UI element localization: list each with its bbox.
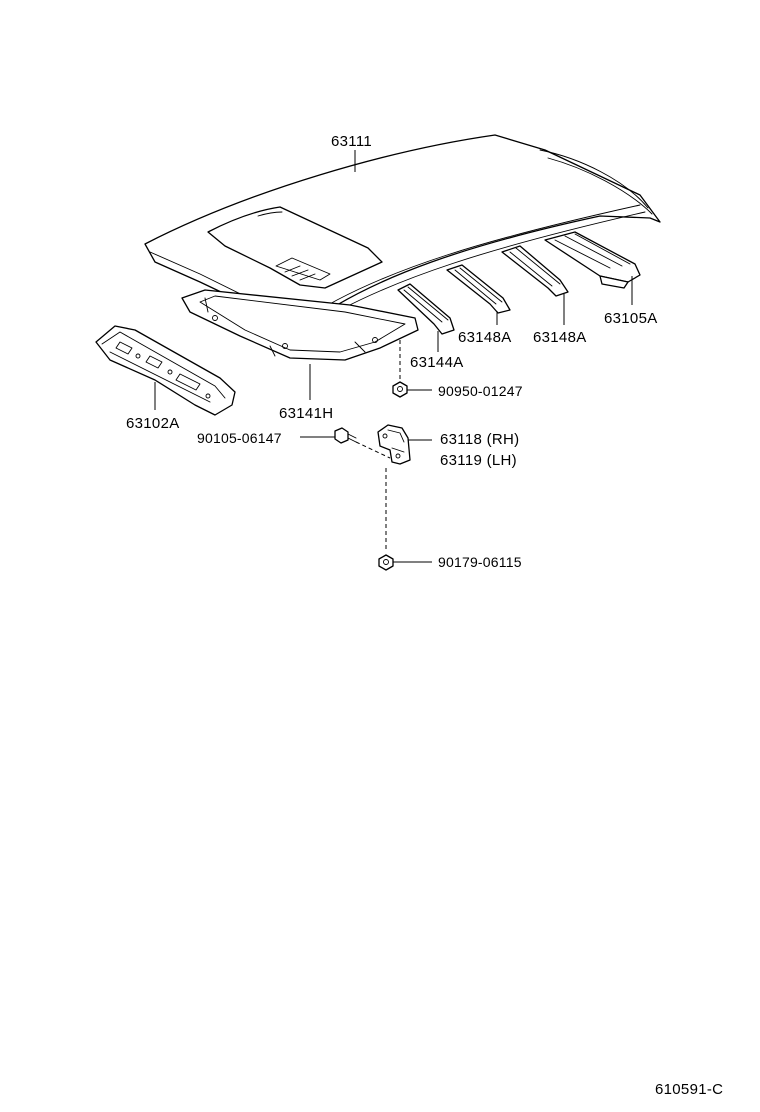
front-header[interactable] — [95, 325, 236, 416]
roof-bow-2[interactable] — [446, 264, 511, 314]
label-roof-bow-2: 63148A — [533, 329, 587, 346]
label-bolt-90105: 90105-06147 — [197, 430, 282, 446]
label-nut-90950: 90950-01247 — [438, 383, 523, 399]
leader-lines — [154, 150, 633, 563]
label-bracket-rh: 63118 (RH) — [440, 431, 519, 448]
label-roof-bow-front: 63144A — [410, 354, 464, 371]
nut-90179-icon[interactable] — [378, 554, 394, 571]
diagram-id: 610591-C — [655, 1081, 723, 1098]
label-roof-bow-rear: 63105A — [604, 310, 658, 327]
bracket-icon[interactable] — [377, 424, 411, 465]
roof-panel[interactable] — [144, 134, 661, 331]
sunroof-reinforcement[interactable] — [181, 289, 419, 361]
label-roof-bow-1: 63148A — [458, 329, 512, 346]
label-bracket-lh: 63119 (LH) — [440, 452, 517, 469]
nut-90950-icon[interactable] — [392, 381, 408, 398]
label-nut-90179: 90179-06115 — [438, 554, 522, 570]
roof-bow-1[interactable] — [501, 245, 569, 297]
roof-bow-rear[interactable] — [544, 231, 641, 289]
label-front-header: 63102A — [126, 415, 180, 432]
bolt-90105-icon[interactable] — [334, 427, 357, 444]
label-sunroof-reinforcement: 63141H — [279, 405, 333, 422]
label-roof-panel: 63111 — [331, 133, 372, 150]
roof-bow-front[interactable] — [397, 283, 455, 335]
